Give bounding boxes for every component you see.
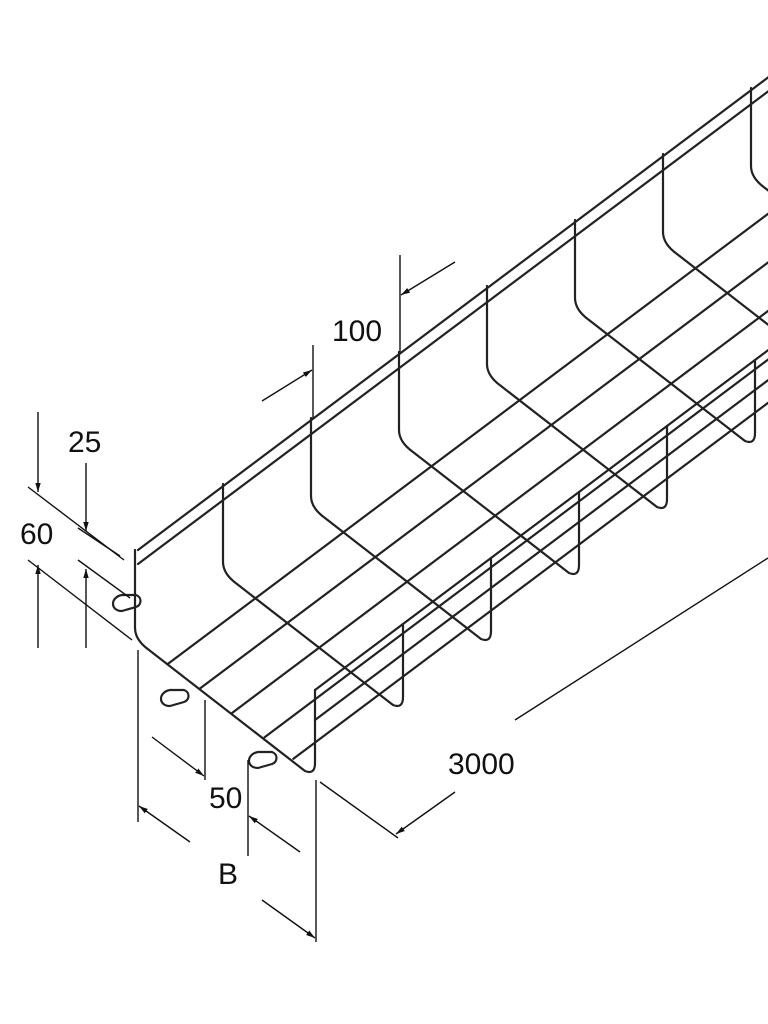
bottom-wire-1 (166, 212, 768, 666)
dim-label-b: B (218, 858, 238, 891)
bottom-wire-3 (231, 309, 768, 714)
bottom-wire-2 (198, 261, 768, 690)
bottom-wire-5 (292, 401, 768, 760)
top-rail-right (313, 348, 768, 692)
dim-label-25: 25 (68, 426, 101, 459)
side-wire-right (313, 378, 768, 722)
cross-wire-6 (573, 218, 757, 444)
cross-wire-5 (485, 284, 669, 510)
connector-clip-2 (159, 688, 190, 708)
side-wire-left (136, 90, 768, 566)
dim-label-3000: 3000 (448, 748, 515, 781)
cross-wire-1 (133, 548, 317, 774)
cross-wire-4 (397, 350, 581, 576)
cross-wire-3 (309, 416, 493, 642)
wire-mesh-tray (111, 76, 768, 774)
dimension-lines (27, 255, 768, 942)
connector-clip-1 (111, 593, 142, 613)
connector-clip-3 (247, 750, 278, 770)
cross-wire-2 (221, 482, 405, 708)
bottom-wire-4 (263, 358, 768, 739)
dim-label-50: 50 (209, 782, 242, 815)
cross-wire-8 (749, 86, 768, 192)
top-rail-left (136, 76, 768, 552)
dim-label-60: 60 (20, 518, 53, 551)
dim-label-100: 100 (332, 315, 382, 348)
cross-wire-7 (661, 152, 768, 326)
